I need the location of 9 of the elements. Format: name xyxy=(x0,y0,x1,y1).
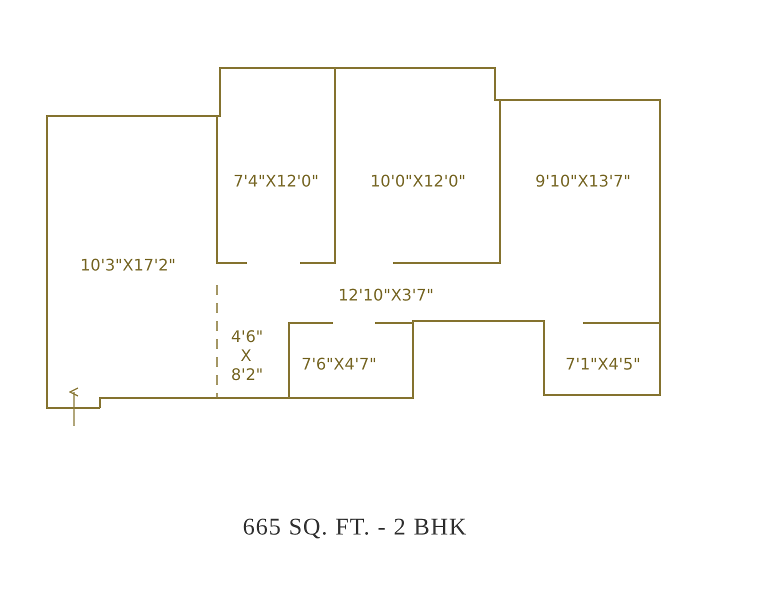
room-dimension: 7'4"X12'0" xyxy=(233,171,319,191)
room-dimension: 9'10"X13'7" xyxy=(535,171,631,191)
room-dimension: 7'1"X4'5" xyxy=(565,354,641,374)
room-dimension: 10'3"X17'2" xyxy=(80,255,176,275)
room-dimension: 7'6"X4'7" xyxy=(301,354,377,374)
area-caption: 665 SQ. FT. - 2 BHK xyxy=(242,514,468,542)
room-dimension: 12'10"X3'7" xyxy=(338,285,434,305)
room-dimension: 10'0"X12'0" xyxy=(370,171,466,191)
room-dimension: 4'6" X 8'2" xyxy=(231,327,261,385)
